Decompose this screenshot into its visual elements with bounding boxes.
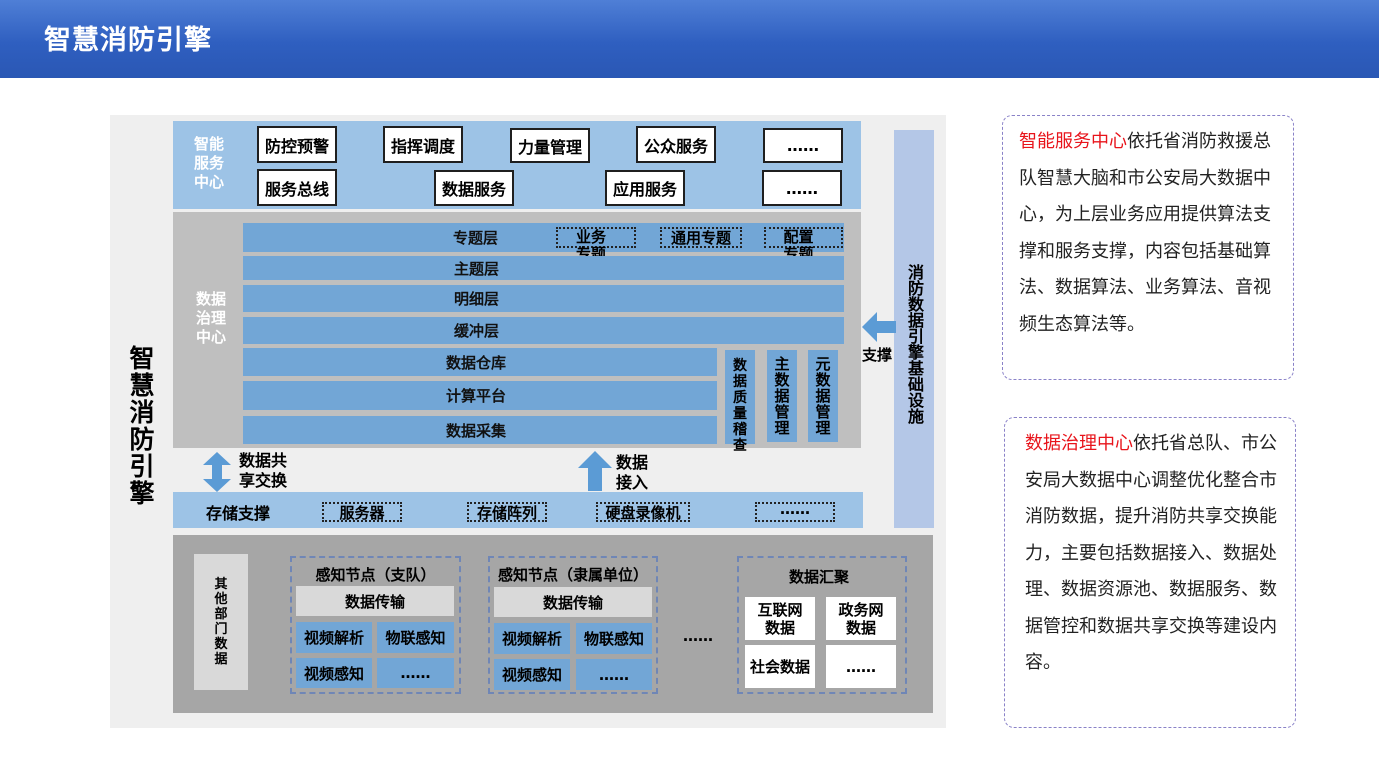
- header-bar: [0, 0, 1379, 78]
- side-column-label: 主数据管理: [774, 355, 790, 437]
- note-text: 依托省总队、市公安局大数据中心调整优化整合市消防数据，提升消防共享交换能力，主要…: [1025, 433, 1277, 673]
- service-box: 数据服务: [434, 170, 514, 206]
- node-cell: 视频感知: [494, 659, 570, 690]
- node-cell: 视频解析: [296, 622, 372, 653]
- node-transfer: 数据传输: [296, 586, 454, 616]
- layer-bar: 主题层: [243, 256, 844, 280]
- storage-item: ……: [755, 502, 835, 522]
- layer-bar: 明细层: [243, 285, 844, 312]
- node-title: 感知节点（隶属单位）: [497, 566, 648, 584]
- service-box: 防控预警: [257, 126, 337, 163]
- layer-topic: 专题层: [243, 223, 844, 252]
- service-box: ……: [762, 170, 842, 206]
- service-box: 指挥调度: [383, 126, 463, 163]
- layer-bar: 缓冲层: [243, 317, 844, 344]
- aggregation-title: 数据汇聚: [788, 568, 849, 586]
- support-label: 支撑: [862, 346, 893, 364]
- left-arrow-icon: [862, 312, 896, 342]
- node-cell: 物联感知: [576, 623, 652, 654]
- ellipsis-text: ……: [683, 627, 713, 645]
- node-cell: ……: [576, 659, 652, 690]
- node-cell: 物联感知: [377, 622, 454, 653]
- node-cell: ……: [377, 658, 454, 688]
- storage-item: 服务器: [322, 502, 402, 522]
- data-governance-label: 数据治理中心: [195, 290, 226, 346]
- service-box: 公众服务: [636, 126, 716, 163]
- storage-item: 存储阵列: [467, 502, 547, 522]
- storage-band: [173, 492, 863, 528]
- aggregation-cell-label: 政务网数据: [838, 600, 884, 637]
- aggregation-cell: ……: [826, 645, 896, 688]
- note-smart-service: 智能服务中心依托省消防救援总队智慧大脑和市公安局大数据中心，为上层业务应用提供算…: [1002, 115, 1294, 380]
- note-highlight: 智能服务中心: [1019, 131, 1127, 152]
- other-dept-data: 其他部门数据: [194, 554, 248, 690]
- sensor-node-group: [488, 556, 658, 694]
- side-column-label: 数据质量稽查: [733, 358, 747, 454]
- note-highlight: 数据治理中心: [1025, 433, 1133, 454]
- smart-service-label: 智能服务中心: [193, 135, 224, 191]
- layer-label: 专题层: [453, 229, 499, 247]
- side-column: 主数据管理: [767, 350, 797, 442]
- node-transfer: 数据传输: [494, 587, 652, 617]
- side-column-label: 元数据管理: [815, 355, 831, 437]
- layer-bar: 数据采集: [243, 416, 717, 444]
- data-access-label: 数据接入: [616, 453, 649, 492]
- node-cell: 视频感知: [296, 658, 372, 688]
- aggregation-cell: 互联网数据: [745, 597, 815, 640]
- storage-label: 存储支撑: [206, 504, 271, 523]
- sensor-node-group: [290, 556, 461, 694]
- service-box: ……: [763, 128, 843, 163]
- aggregation-cell: 社会数据: [745, 645, 815, 688]
- node-title: 感知节点（支队）: [315, 566, 436, 584]
- double-arrow-icon: [203, 452, 231, 492]
- side-column: 数据质量稽查: [725, 350, 755, 454]
- note-text: 依托省消防救援总队智慧大脑和市公安局大数据中心，为上层业务应用提供算法支撑和服务…: [1019, 131, 1271, 335]
- infrastructure-label: 消防数据引擎基础设施: [907, 263, 924, 426]
- service-box: 应用服务: [605, 170, 685, 206]
- other-dept-label: 其他部门数据: [214, 577, 228, 667]
- note-data-governance: 数据治理中心依托省总队、市公安局大数据中心调整优化整合市消防数据，提升消防共享交…: [1004, 417, 1296, 728]
- up-arrow-icon: [578, 451, 612, 491]
- service-box: 力量管理: [510, 128, 590, 163]
- service-box: 服务总线: [257, 169, 337, 206]
- topic-box: 业务专题: [556, 227, 636, 263]
- share-exchange-label: 数据共享交换: [239, 451, 288, 490]
- node-cell: 视频解析: [494, 623, 570, 654]
- layer-bar: 数据仓库: [243, 348, 717, 376]
- aggregation-cell: 政务网数据: [826, 597, 896, 640]
- page-title: 智慧消防引擎: [44, 25, 212, 56]
- infrastructure-column: [894, 130, 934, 528]
- topic-box: 配置专题: [764, 227, 843, 263]
- storage-item: 硬盘录像机: [596, 502, 690, 522]
- aggregation-cell-label: 互联网数据: [757, 600, 803, 637]
- topic-box: 通用专题: [660, 227, 742, 248]
- side-column: 元数据管理: [808, 350, 838, 442]
- diagram-vertical-title: 智慧消防引擎: [129, 344, 155, 508]
- layer-bar: 计算平台: [243, 381, 717, 410]
- data-aggregation-group: [737, 556, 907, 694]
